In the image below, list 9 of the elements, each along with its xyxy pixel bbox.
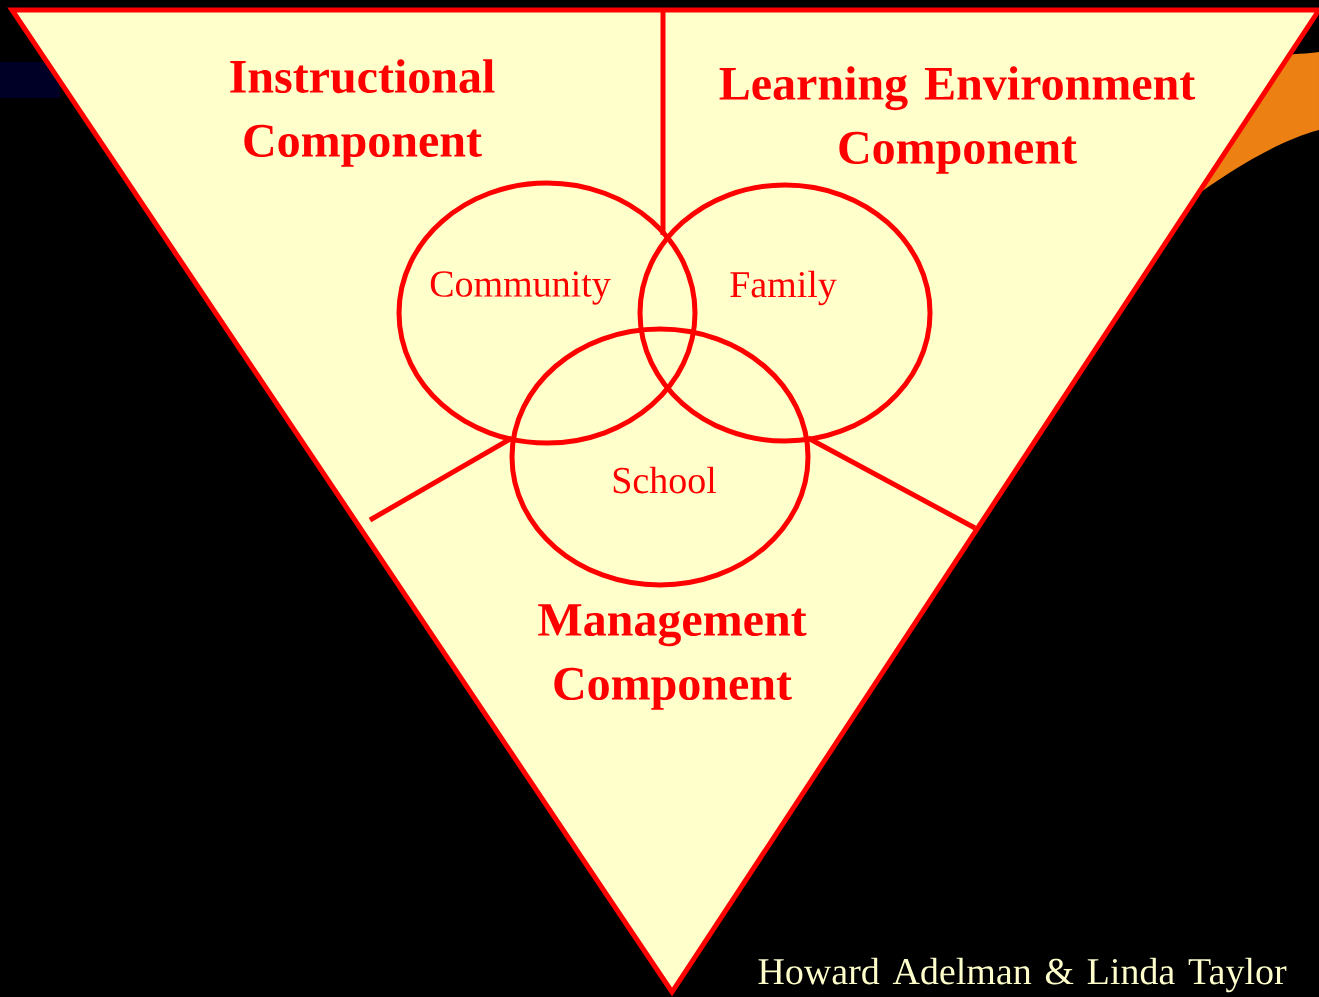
circle [637,182,933,444]
circle [509,326,811,588]
circle-label: Family [730,270,837,306]
credit-text: Howard Adelman & Linda Taylor [758,957,1287,993]
component-label: Learning Environment Component [719,66,1196,174]
circle [396,180,698,446]
component-label: Instructional Component [230,59,495,167]
circle-label: Community [430,271,611,305]
circle-label: School [613,466,717,494]
